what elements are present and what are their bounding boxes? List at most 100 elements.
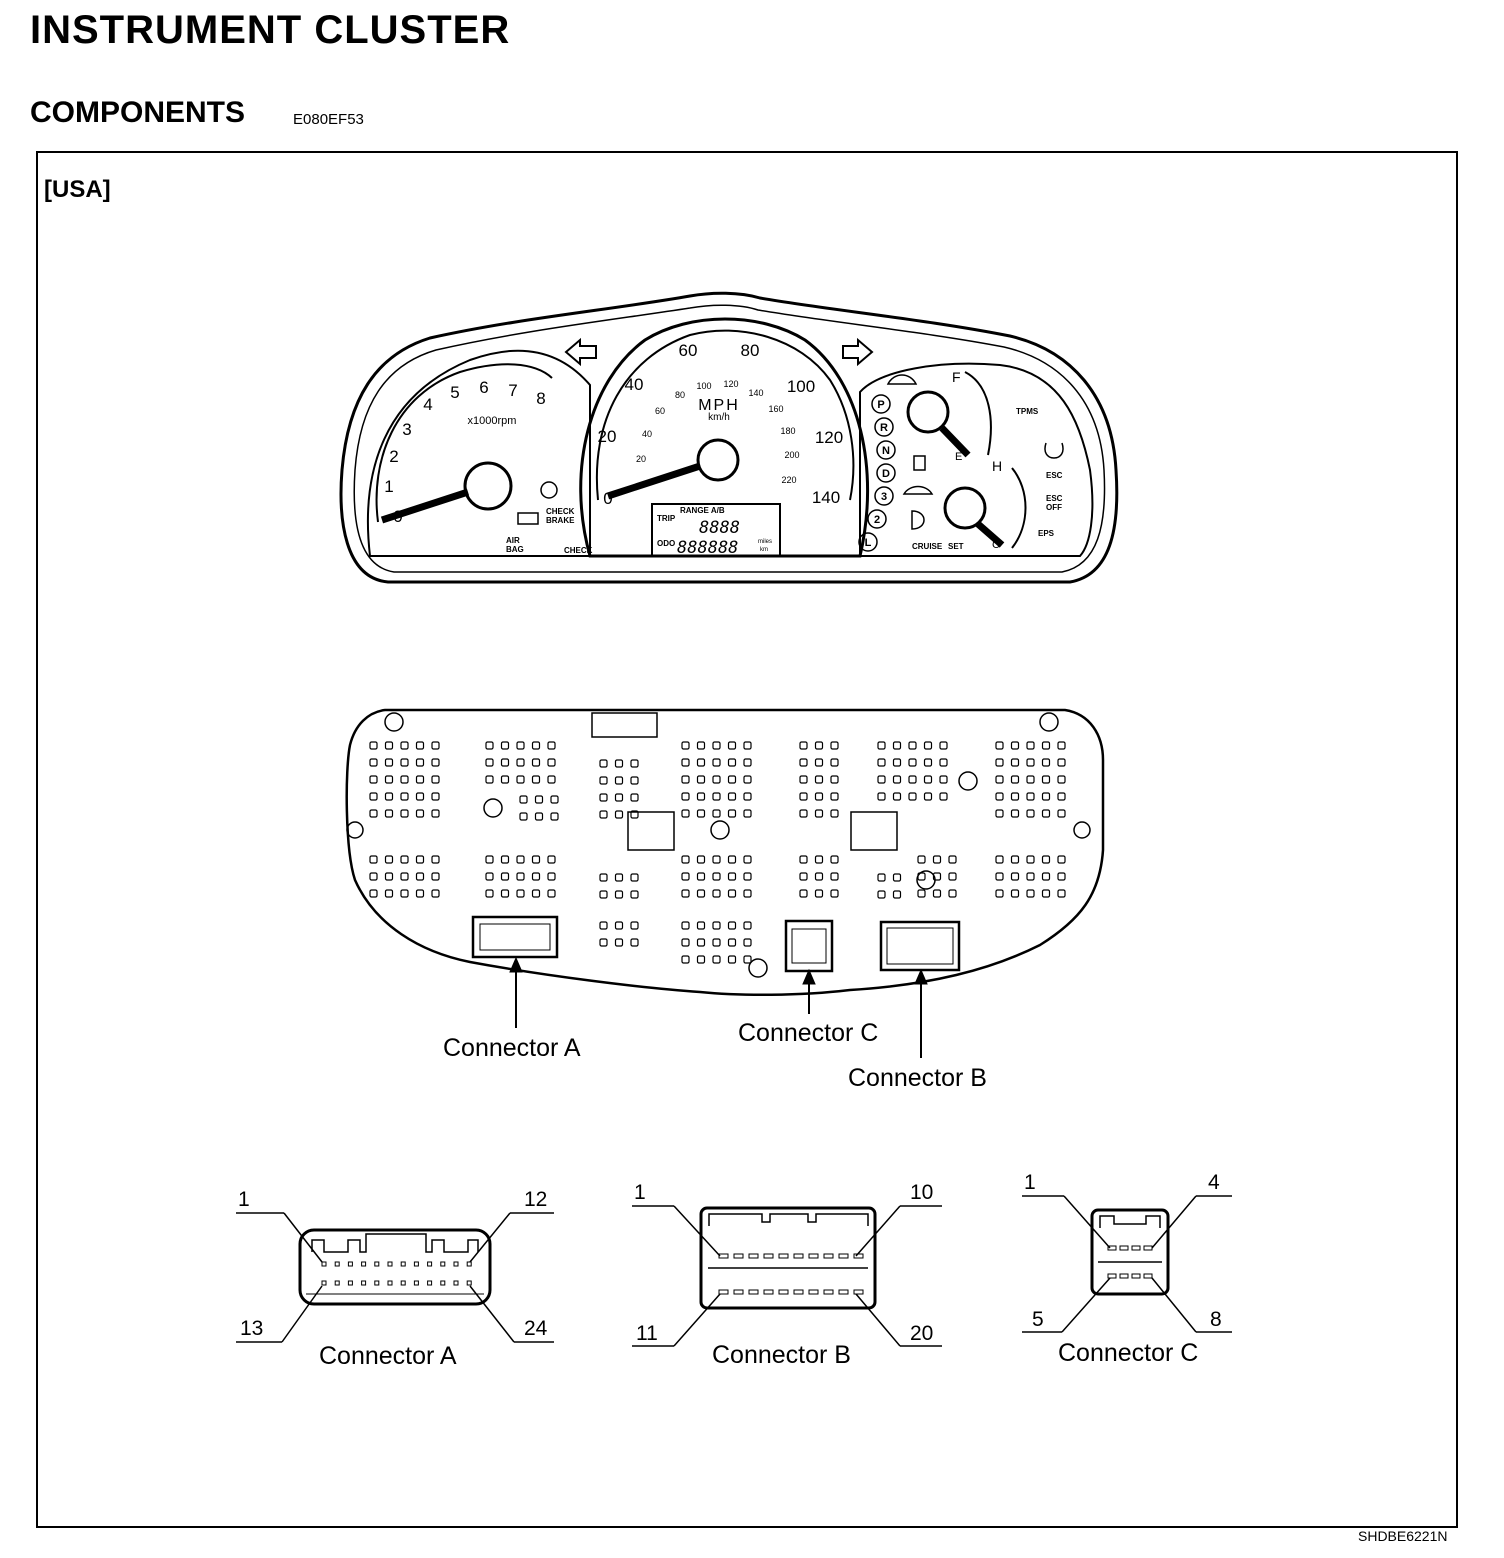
gear-2-ring	[867, 509, 887, 529]
lamp-hole	[534, 795, 544, 804]
lamp-hole	[431, 741, 440, 750]
lcd-digits-bottom: 888888	[677, 538, 738, 558]
connector-c-detail-label: Connector C	[1058, 1339, 1198, 1367]
lamp-hole	[727, 775, 737, 784]
lamp-hole	[630, 921, 639, 930]
lamp-hole	[614, 759, 624, 768]
lamp-hole	[614, 890, 624, 899]
lamp-hole	[485, 872, 494, 881]
mph-tick: 0	[603, 489, 612, 508]
mount-hole	[710, 820, 730, 840]
lamp-hole	[727, 792, 737, 801]
pin-cavity	[400, 1280, 406, 1286]
lamp-hole	[500, 855, 510, 864]
pin-cavity	[387, 1280, 393, 1286]
gear-label: 3	[881, 491, 887, 503]
pin-cavity	[763, 1253, 774, 1259]
lamp-hole	[696, 775, 706, 784]
lamp-hole	[1057, 758, 1066, 767]
lamp-hole	[743, 809, 752, 818]
lamp-hole	[415, 775, 425, 784]
lamp-hole	[908, 741, 917, 750]
lamp-hole	[516, 872, 525, 881]
lamp-hole	[727, 955, 737, 964]
pin-cavity	[440, 1261, 446, 1267]
lamp-hole	[369, 792, 378, 801]
connector-c-detail	[1022, 1195, 1232, 1333]
lamp-hole	[696, 792, 706, 801]
lamp-hole	[500, 741, 510, 750]
lamp-hole	[415, 809, 425, 818]
lamp-hole	[932, 855, 942, 864]
tach-tick: 5	[450, 383, 459, 402]
pin-cavity	[778, 1289, 789, 1295]
lamp-hole	[1057, 741, 1066, 750]
kmh-tick: 220	[781, 475, 796, 485]
connector-b-detail-label: Connector B	[712, 1341, 851, 1369]
lamp-hole	[384, 809, 394, 818]
lamp-hole	[500, 775, 510, 784]
pin-cavity	[808, 1253, 819, 1259]
lamp-hole	[877, 890, 886, 899]
speedo-scale-arc	[595, 329, 855, 501]
lamp-hole	[1041, 872, 1051, 881]
lamp-hole	[681, 758, 690, 767]
temp-hot-label: H	[992, 458, 1002, 474]
lamp-hole	[727, 758, 737, 767]
lamp-hole	[519, 812, 528, 821]
lamp-hole	[369, 872, 378, 881]
lamp-hole	[1010, 855, 1020, 864]
lamp-hole	[1041, 889, 1051, 898]
gear-3-ring	[874, 486, 894, 506]
leader-a-13-diag	[281, 1285, 323, 1343]
lamp-hole	[908, 792, 917, 801]
lamp-hole	[400, 855, 409, 864]
tach-tick: 6	[479, 378, 488, 397]
pin-label-a-1: 1	[238, 1188, 250, 1211]
mount-hole	[958, 771, 978, 791]
lamp-hole	[892, 741, 902, 750]
lamp-hole	[400, 758, 409, 767]
fuel-full-label: F	[952, 369, 961, 385]
lamp-hole	[995, 741, 1004, 750]
lamp-hole	[995, 758, 1004, 767]
gear-indicator-labels: P R N D 3 2 L	[865, 399, 890, 549]
pin-cavity	[321, 1280, 327, 1286]
cluster-housing-outer	[339, 291, 1119, 584]
lamp-hole	[1026, 792, 1035, 801]
mph-tick: 60	[679, 341, 698, 360]
gear-p-ring	[871, 394, 891, 414]
lamp-hole	[712, 921, 721, 930]
kmh-tick: 60	[655, 406, 665, 416]
pin-cavity	[334, 1280, 340, 1286]
gear-l-ring	[858, 532, 878, 552]
connector-a-back[interactable]	[471, 915, 559, 959]
lamp-hole	[531, 872, 541, 881]
tach-face	[366, 349, 591, 557]
connector-b-body	[699, 1206, 877, 1310]
lamp-hole	[712, 955, 721, 964]
callout-arrow-b	[914, 968, 928, 985]
connector-b-back[interactable]	[879, 920, 961, 972]
lamp-hole	[500, 889, 510, 898]
lamp-hole	[799, 775, 808, 784]
lcd-unit-miles: miles	[758, 539, 772, 545]
washer-icon	[886, 374, 918, 385]
lamp-hole	[369, 741, 378, 750]
fuel-scale-arc	[964, 371, 992, 456]
lamp-hole	[1057, 855, 1066, 864]
pin-cavity	[853, 1253, 864, 1259]
lamp-hole	[500, 872, 510, 881]
callout-connector-a: Connector A	[443, 1034, 581, 1062]
lamp-hole	[917, 855, 926, 864]
connector-a-detail	[236, 1212, 554, 1343]
lamp-hole	[814, 855, 824, 864]
lamp-hole	[485, 741, 494, 750]
mph-tick: 80	[741, 341, 760, 360]
lamp-hole	[696, 741, 706, 750]
lamp-hole	[799, 809, 808, 818]
pin-cavity	[347, 1261, 353, 1267]
lamp-hole	[995, 775, 1004, 784]
pin-cavity	[1143, 1245, 1153, 1251]
pin-cavity	[374, 1261, 380, 1267]
